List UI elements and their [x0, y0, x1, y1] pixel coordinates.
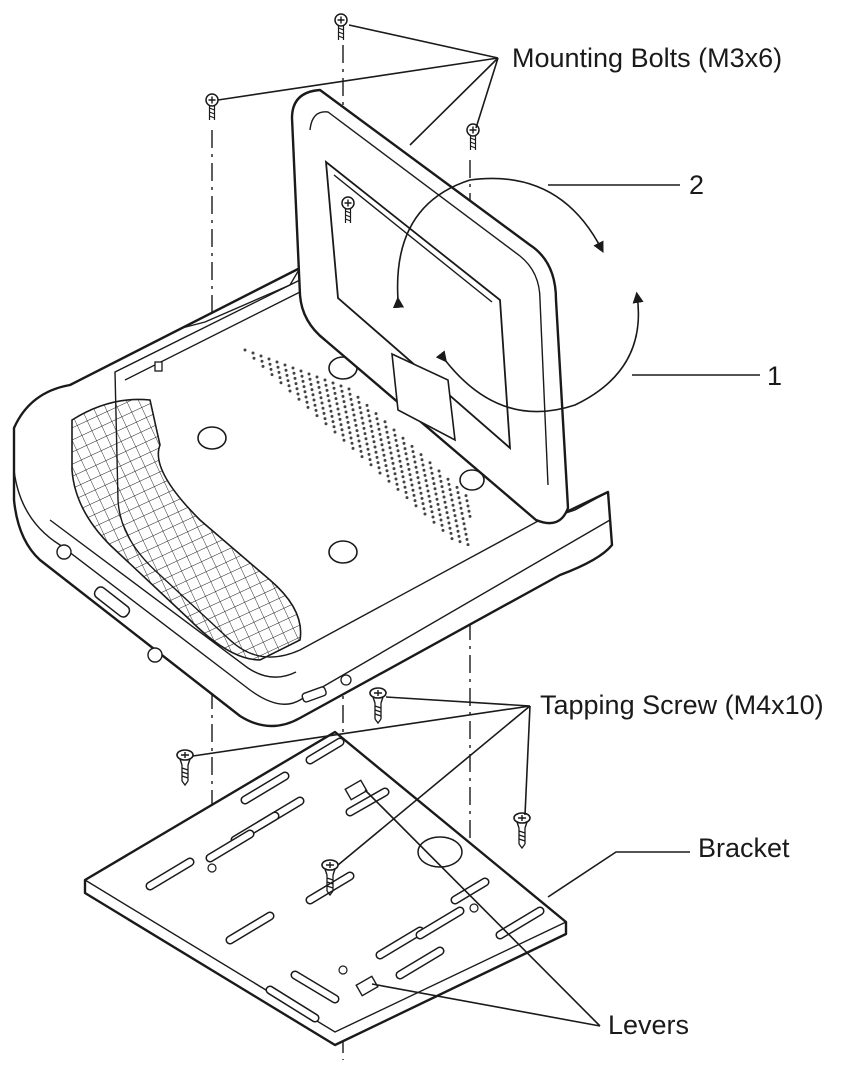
lever-upper [344, 779, 368, 801]
leader-lines [192, 24, 760, 1027]
tap-screw-top [369, 687, 387, 724]
label-mounting-bolts: Mounting Bolts (M3x6) [512, 43, 782, 73]
label-levers: Levers [608, 1010, 689, 1040]
label-rotation-2: 2 [689, 170, 704, 200]
bracket [83, 730, 568, 1047]
rotation-arrow-1 [435, 291, 644, 413]
bolt-top-left [205, 93, 219, 121]
bolt-top-right [466, 123, 480, 151]
monitor-base [12, 264, 614, 728]
lever-lower [355, 975, 379, 997]
tap-screw-left [176, 749, 194, 786]
tap-screw-right [513, 812, 531, 849]
label-tapping-screw: Tapping Screw (M4x10) [540, 690, 824, 720]
bolt-top-center [334, 13, 348, 41]
label-bracket: Bracket [698, 833, 790, 863]
label-rotation-1: 1 [767, 361, 782, 391]
labels: Mounting Bolts (M3x6) 2 1 Tapping Screw … [512, 43, 824, 1040]
rotation-arrow-2 [392, 177, 604, 309]
